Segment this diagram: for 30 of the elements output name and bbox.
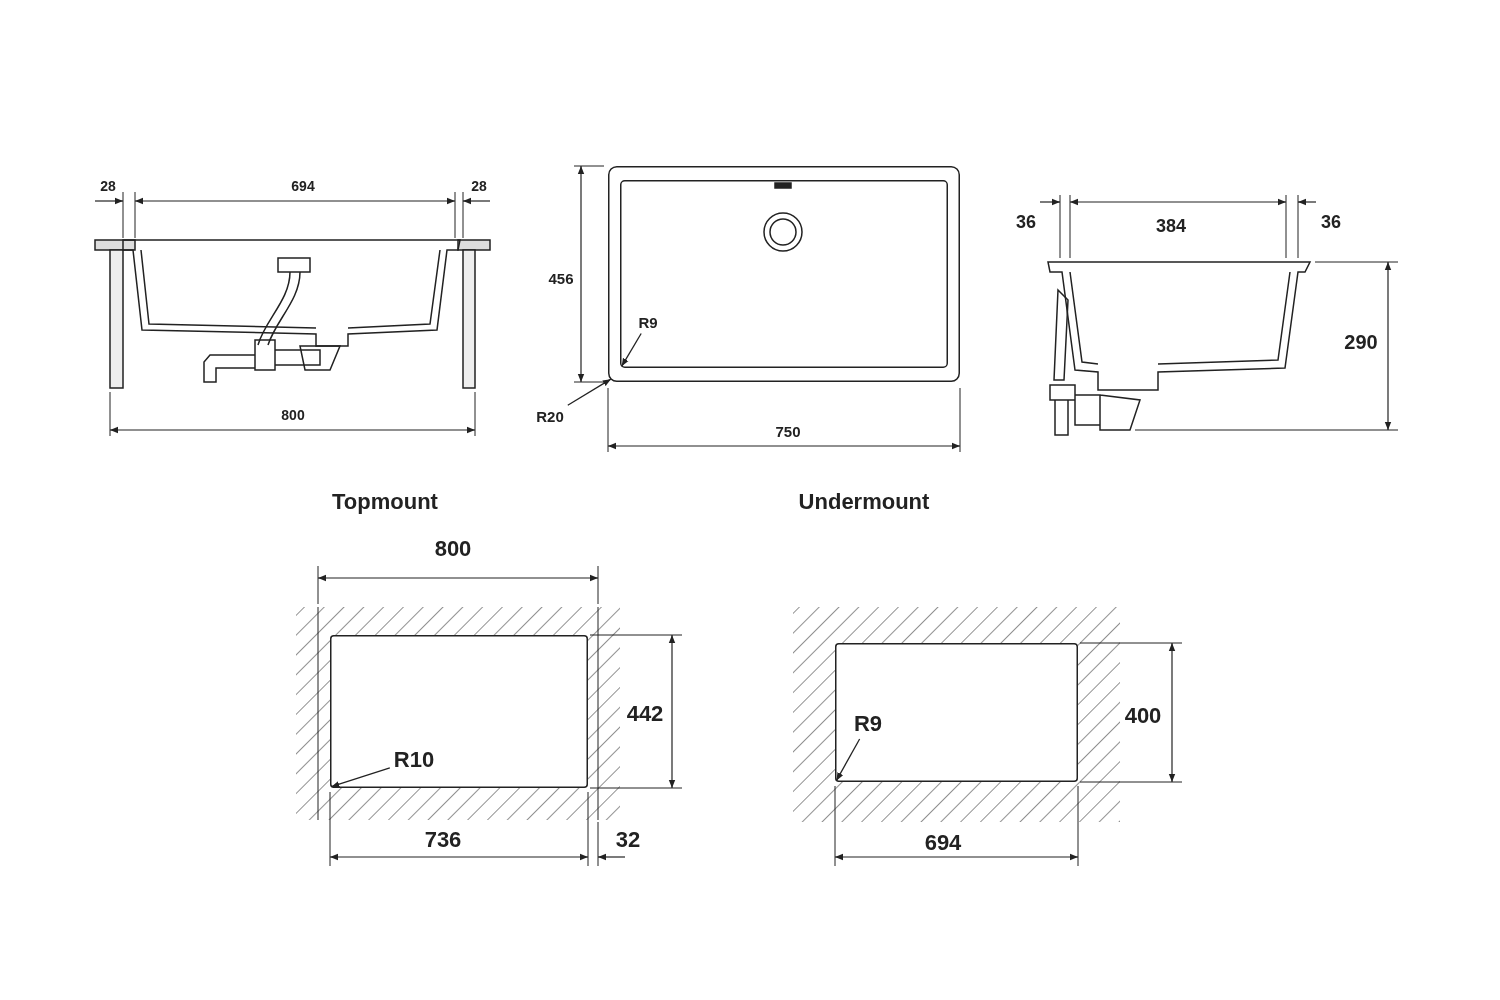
dimension-label: 36	[1016, 213, 1036, 231]
radius-label: R10	[393, 749, 435, 771]
cutout-opening	[330, 635, 588, 788]
dimension-label: 800	[281, 408, 305, 422]
dimension-label: 384	[1156, 217, 1186, 235]
dimension-label: 400	[1124, 705, 1162, 727]
dimension-label: 456	[548, 270, 574, 286]
dimension-label: 750	[775, 423, 801, 439]
dimension-label: 442	[626, 703, 664, 725]
leader-line	[621, 332, 642, 367]
leader-line	[567, 378, 612, 406]
sink-rim-outline	[608, 166, 960, 382]
leader-line	[835, 738, 861, 782]
view-title: Topmount	[332, 491, 438, 513]
cutout-opening	[835, 643, 1078, 782]
radius-label: R20	[536, 408, 564, 424]
dimension-label: 290	[1344, 332, 1378, 352]
radius-label: R9	[853, 713, 883, 735]
bowl-outline	[620, 180, 948, 368]
dimension-label: 694	[291, 179, 315, 193]
dimension-label: 36	[1321, 213, 1341, 231]
dimension-label: 28	[471, 179, 487, 193]
dimension-label: 32	[615, 829, 641, 851]
leader-line	[330, 767, 391, 788]
view-title: Undermount	[798, 491, 930, 513]
radius-label: R9	[638, 314, 658, 330]
dimension-label: 28	[100, 179, 116, 193]
dimension-label: 694	[924, 832, 962, 854]
dimension-label: 736	[424, 829, 462, 851]
dimension-label: 800	[434, 538, 472, 560]
